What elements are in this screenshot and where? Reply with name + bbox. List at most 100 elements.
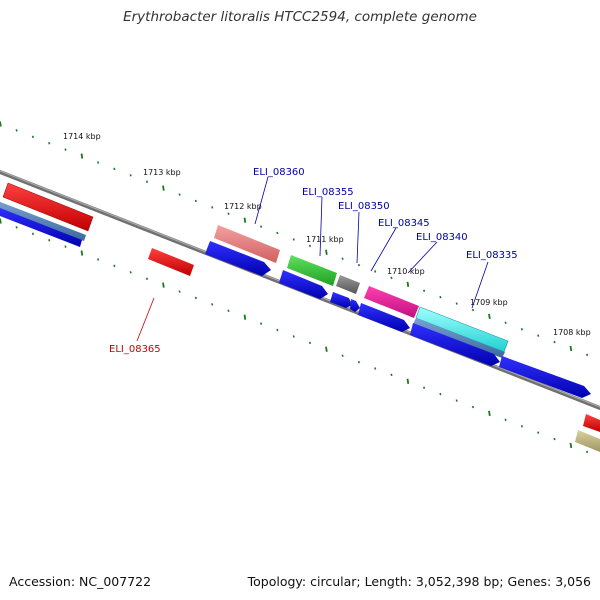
gene-feature-blue[interactable] [410,323,500,366]
ruler-minor-tick [64,245,67,248]
gene-feature-red[interactable] [583,414,600,432]
gene-feature-blue[interactable] [499,356,591,398]
ruler-major-tick [325,346,328,352]
gene-feature-steel[interactable] [0,200,86,241]
gene-feature-gray[interactable] [336,275,360,294]
gene-label[interactable]: ELI_08335 [466,250,518,261]
ruler-major-tick [243,314,247,320]
ruler-minor-tick [423,289,426,292]
ruler-minor-tick [586,353,589,357]
ruler-minor-tick [113,264,116,268]
ruler-major-tick [325,249,328,255]
ruler-major-tick [80,250,84,256]
ruler-minor-tick [357,360,360,364]
ruler-minor-tick [178,193,181,196]
ruler-minor-tick [471,308,475,312]
gene-label-leader [370,227,397,272]
map-title: Erythrobacter litoralis HTCC2594, comple… [123,9,477,25]
gene-feature-salmon[interactable] [214,225,280,263]
ruler-minor-tick [308,341,312,345]
ruler-minor-tick [129,271,132,274]
ruler-major-tick [406,378,410,384]
ruler-minor-tick [357,263,360,267]
ruler-minor-tick [455,302,458,305]
gene-feature-khaki[interactable] [575,430,600,452]
ruler-label: 1712 kbp [224,202,262,211]
ruler-major-tick [569,345,573,352]
gene-label[interactable]: ELI_08360 [253,167,305,178]
gene-label-leader [356,211,360,264]
ruler-major-tick [162,185,165,191]
ruler-minor-tick [504,321,507,325]
ruler-minor-tick [194,199,197,203]
ruler-minor-tick [15,226,18,229]
gene-feature-blue[interactable] [330,292,352,308]
gene-feature-magenta[interactable] [364,286,419,318]
ruler-minor-tick [390,276,393,280]
gene-feature-blue[interactable] [0,206,82,247]
ruler-minor-tick [145,277,149,280]
ruler-minor-tick [586,450,589,454]
gene-label[interactable]: ELI_08350 [338,201,390,212]
genome-summary-text: Topology: circular; Length: 3,052,398 bp… [247,574,591,589]
ruler-minor-tick [374,270,377,273]
gene-feature-blue[interactable] [205,241,271,276]
ruler-minor-tick [48,239,51,242]
ruler-minor-tick [471,405,475,409]
ruler-major-tick [0,121,2,127]
ruler-minor-tick [520,424,523,428]
gene-feature-red[interactable] [148,248,194,276]
gene-feature-steel[interactable] [413,318,505,358]
ruler-minor-tick [553,340,556,344]
ruler-minor-tick [113,167,116,171]
ruler-minor-tick [145,180,149,183]
ruler-minor-tick [260,225,263,228]
ruler-minor-tick [390,373,393,377]
ruler-minor-tick [97,161,100,164]
gene-label-leader [136,297,155,342]
inner-ruler-ticks [0,218,589,454]
ruler-label: 1714 kbp [63,132,101,141]
ruler-label: 1711 kbp [306,235,344,244]
ruler-minor-tick [520,327,523,331]
ruler-minor-tick [308,244,312,248]
gene-feature-blue[interactable] [279,270,328,299]
ruler-major-tick [406,281,410,287]
ruler-minor-tick [48,142,51,145]
ruler-major-tick [488,313,491,320]
gene-feature-blue[interactable] [350,299,360,312]
ruler-label: 1709 kbp [470,298,508,307]
ruler-minor-tick [31,232,34,236]
ruler-minor-tick [276,231,279,235]
ruler-label: 1713 kbp [143,168,181,177]
gene-label[interactable]: ELI_08365 [109,344,161,355]
ruler-minor-tick [423,386,426,389]
ruler-minor-tick [178,290,181,293]
ruler-minor-tick [260,322,263,325]
ruler-major-tick [488,410,491,417]
ruler-minor-tick [211,206,214,209]
gene-label-leader [407,241,438,274]
ruler-major-tick [569,442,573,449]
ruler-minor-tick [553,437,556,441]
ruler-minor-tick [64,148,67,151]
gene-feature-red[interactable] [2,182,94,232]
gene-label[interactable]: ELI_08355 [302,187,354,198]
ruler-minor-tick [439,295,442,299]
gene-label[interactable]: ELI_08340 [416,232,468,243]
ruler-minor-tick [341,257,344,260]
ruler-minor-tick [227,212,230,216]
gene-feature-blue[interactable] [358,303,410,332]
ruler-minor-tick [537,431,540,434]
ruler-major-tick [162,282,165,288]
ruler-minor-tick [341,354,344,357]
gene-label-leader [254,176,269,225]
gene-feature-green[interactable] [287,255,337,286]
ruler-major-tick [0,218,2,224]
accession-text: Accession: NC_007722 [9,574,152,589]
ruler-minor-tick [292,238,295,241]
ruler-major-tick [243,217,247,223]
ruler-label: 1710 kbp [387,267,425,276]
gene-label-leader [319,196,323,257]
gene-label[interactable]: ELI_08345 [378,218,430,229]
